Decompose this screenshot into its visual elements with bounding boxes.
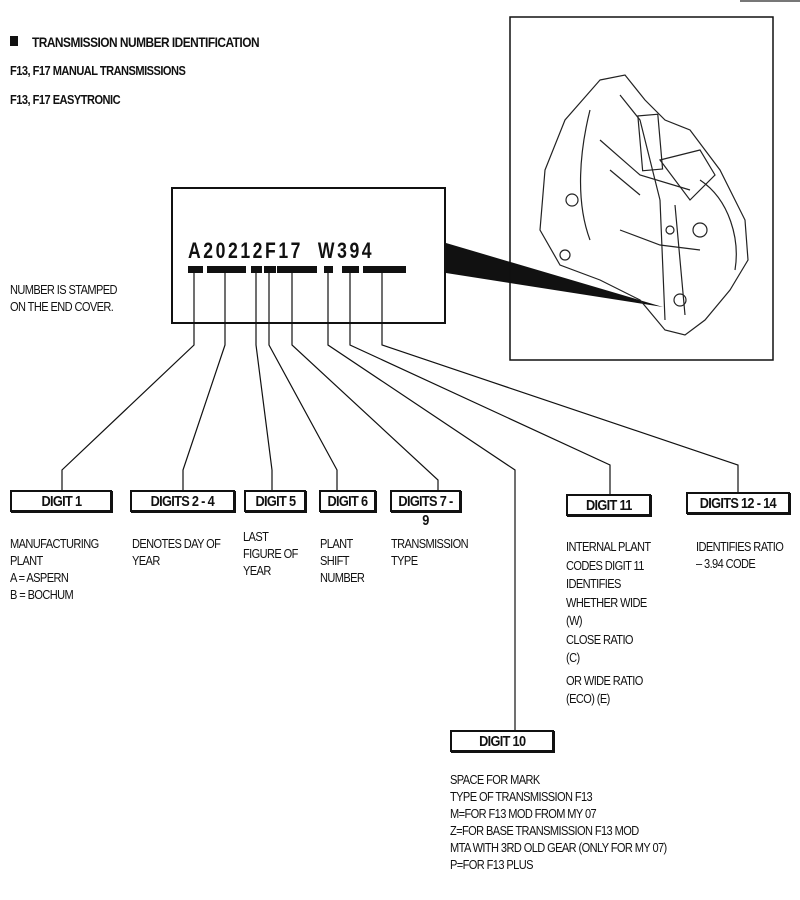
label-digits-2-4: DIGITS 2 - 4 — [130, 490, 235, 512]
digit-bars — [188, 266, 406, 273]
page-title: TRANSMISSION NUMBER IDENTIFICATION — [32, 34, 260, 50]
label-digits-7-9: DIGITS 7 - 9 — [390, 490, 461, 529]
label-digit-5: DIGIT 5 — [244, 490, 306, 512]
label-digit-6: DIGIT 6 — [319, 490, 376, 512]
label-digit-1: DIGIT 1 — [10, 490, 112, 512]
transmission-number: A20212F17 W394 — [188, 238, 375, 263]
stamp-note-line: NUMBER IS STAMPED — [10, 282, 118, 297]
label-digit-10: DIGIT 10 — [450, 730, 554, 752]
number-box — [171, 187, 446, 324]
desc-digits-12-14: IDENTIFIES RATIO– 3.94 CODE — [696, 539, 784, 571]
pointer-wedge — [446, 243, 663, 307]
stamp-note: NUMBER IS STAMPED ON THE END COVER. — [10, 281, 118, 315]
label-digit-11: DIGIT 11 — [566, 494, 651, 516]
transmission-illustration — [539, 74, 749, 336]
stamp-note-line: ON THE END COVER. — [10, 299, 114, 314]
subtitle-manual: F13, F17 MANUAL TRANSMISSIONS — [10, 63, 186, 78]
transmission-illustration-frame — [509, 16, 774, 361]
subtitle-easytronic: F13, F17 EASYTRONIC — [10, 92, 121, 107]
leader-lines — [61, 273, 739, 730]
bullet-icon — [10, 36, 18, 46]
label-digits-12-14: DIGITS 12 - 14 — [686, 492, 790, 514]
